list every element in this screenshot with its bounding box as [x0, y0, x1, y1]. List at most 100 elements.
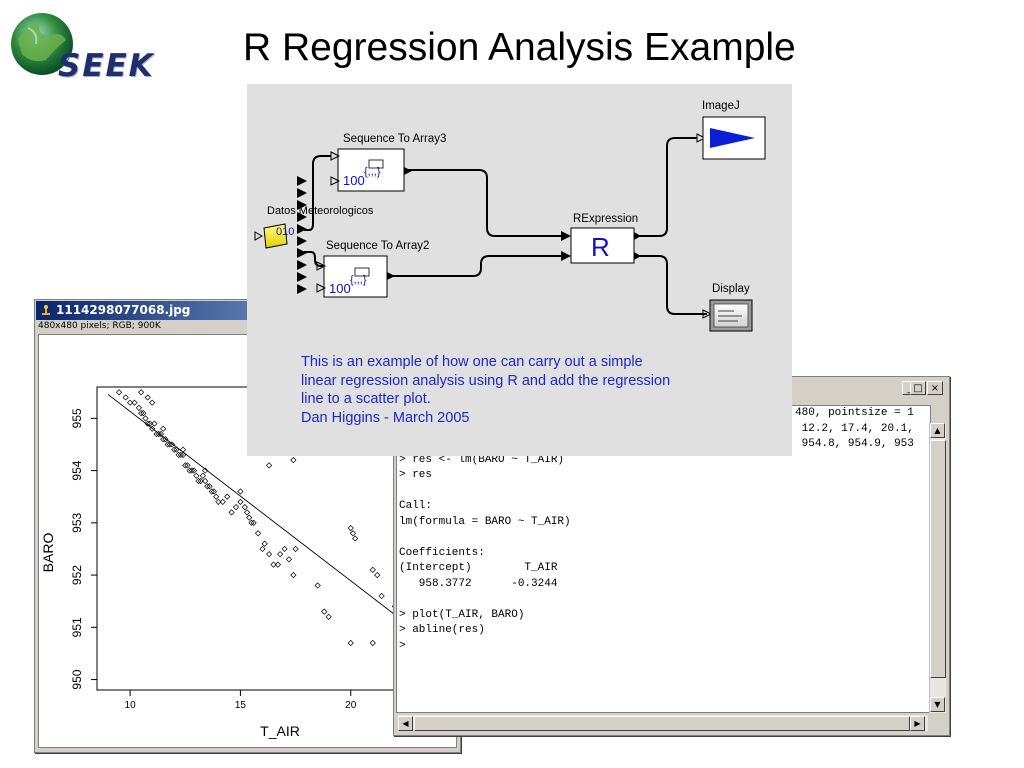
- data-point: [292, 545, 299, 553]
- data-point: [149, 399, 156, 406]
- workflow-canvas: 010 Datos Meteorologicos Sequence To Arr…: [247, 84, 792, 456]
- horizontal-scroll-thumb[interactable]: [414, 716, 910, 731]
- data-point: [162, 436, 169, 443]
- data-point: [314, 582, 321, 589]
- console-line: > abline(res): [399, 624, 485, 636]
- data-point: [202, 477, 209, 485]
- close-button[interactable]: ×: [927, 381, 943, 395]
- rexpression-label: RExpression: [573, 213, 638, 225]
- data-point: [266, 462, 273, 469]
- console-line: >: [399, 639, 406, 652]
- data-point: [171, 446, 178, 453]
- data-point: [228, 509, 235, 516]
- data-point: [135, 404, 143, 411]
- data-point: [347, 524, 354, 532]
- data-point: [321, 608, 328, 615]
- seek-logo: SEEK: [8, 10, 173, 84]
- data-point: [153, 430, 160, 438]
- vertical-scroll-thumb[interactable]: [930, 440, 946, 678]
- data-point: [202, 467, 209, 474]
- data-point: [266, 551, 273, 558]
- scroll-up-button[interactable]: ▲: [930, 423, 945, 438]
- data-point: [184, 462, 191, 469]
- data-point: [248, 519, 255, 526]
- seq2-brace: {,,,}: [350, 274, 367, 286]
- image-info: 480x480 pixels; RGB; 900K: [38, 321, 161, 331]
- caption-line: line to a scatter plot.: [301, 391, 431, 407]
- console-line: Call:: [399, 500, 433, 512]
- console-line: (Intercept) T_AIR: [399, 562, 558, 574]
- data-point: [188, 467, 195, 474]
- seq3-label: Sequence To Array3: [343, 133, 446, 145]
- data-point: [213, 493, 220, 500]
- data-point: [290, 571, 297, 579]
- data-point: [378, 592, 385, 600]
- caption-line: Dan Higgins - March 2005: [301, 409, 470, 426]
- data-point: [155, 430, 162, 438]
- scroll-down-button[interactable]: ▼: [930, 697, 945, 712]
- data-point: [349, 530, 357, 537]
- data-point: [173, 446, 180, 453]
- data-point: [151, 420, 158, 427]
- sequence-to-array3-actor[interactable]: Sequence To Array3 100 {,,,}: [330, 133, 446, 192]
- seq3-brace: {,,,}: [364, 166, 381, 178]
- data-point: [186, 467, 193, 474]
- data-point: [347, 639, 354, 647]
- data-point: [138, 410, 145, 417]
- scroll-left-button[interactable]: ◀: [398, 716, 413, 731]
- image-window: 1114298077068.jpg 480x480 pixels; RGB; 9…: [34, 299, 461, 753]
- y-tick-label: 951: [70, 617, 84, 637]
- data-point: [281, 545, 288, 553]
- data-point: [250, 519, 257, 526]
- scroll-right-button[interactable]: ▶: [910, 716, 925, 731]
- horizontal-scrollbar[interactable]: ◀ ▶: [398, 715, 928, 731]
- microscope-icon: [42, 305, 50, 315]
- console-line: > plot(T_AIR, BARO): [399, 608, 525, 621]
- display-label: Display: [712, 283, 750, 295]
- seq2-label: Sequence To Array2: [326, 240, 429, 252]
- datos-label: Datos Meteorologicos: [267, 205, 374, 217]
- data-point: [219, 498, 226, 506]
- data-point: [277, 551, 284, 558]
- data-point: [140, 410, 147, 417]
- data-point: [160, 425, 167, 432]
- data-point: [177, 451, 184, 459]
- caption-line: This is an example of how one can carry …: [301, 354, 643, 370]
- data-point: [190, 467, 198, 474]
- data-point: [138, 389, 145, 396]
- datos-port-label: 010: [276, 226, 294, 238]
- data-point: [166, 441, 173, 448]
- data-point: [352, 535, 359, 542]
- datos-actor[interactable]: 010 Datos Meteorologicos: [254, 205, 374, 249]
- display-actor[interactable]: Display: [702, 283, 753, 332]
- data-point: [206, 483, 213, 490]
- image-window-title: 1114298077068.jpg: [56, 303, 191, 317]
- data-point: [127, 399, 134, 406]
- data-point: [146, 420, 154, 427]
- data-point: [197, 477, 204, 485]
- data-point: [160, 436, 167, 443]
- y-tick-label: 953: [70, 512, 84, 532]
- sequence-to-array2-actor[interactable]: Sequence To Array2 100 {,,,}: [316, 240, 429, 298]
- console-line: > res: [399, 469, 433, 481]
- data-point: [237, 498, 244, 506]
- data-point: [168, 441, 176, 448]
- data-point: [241, 504, 248, 511]
- data-point: [149, 425, 156, 432]
- data-point: [122, 394, 129, 401]
- data-point: [325, 613, 332, 620]
- data-point: [254, 530, 262, 537]
- play-icon: [710, 128, 755, 148]
- data-point: [131, 399, 138, 406]
- data-point: [193, 472, 200, 479]
- slide-title: R Regression Analysis Example: [243, 26, 796, 69]
- imagej-actor[interactable]: ImageJ: [696, 100, 766, 160]
- data-point: [369, 639, 376, 647]
- maximize-button[interactable]: □: [910, 381, 926, 395]
- data-point: [115, 389, 123, 396]
- data-point: [215, 498, 222, 506]
- vertical-scrollbar[interactable]: ▲ ▼: [929, 423, 946, 713]
- rexpression-actor[interactable]: RExpression R: [561, 213, 641, 264]
- y-tick-label: 950: [70, 669, 84, 689]
- data-point: [232, 504, 240, 511]
